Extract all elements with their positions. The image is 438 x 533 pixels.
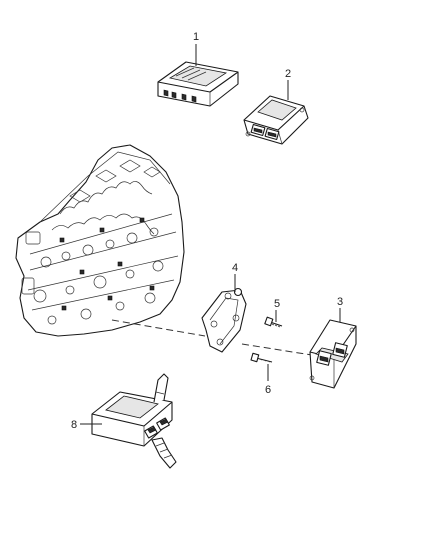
part-5-bolt [264, 316, 283, 328]
part-8-transmission-module [91, 373, 177, 469]
alignment-line [111, 319, 319, 357]
callout-1: 1 [193, 31, 199, 43]
part-1-control-module [157, 61, 239, 107]
callout-5: 5 [274, 298, 280, 310]
callout-4: 4 [232, 262, 238, 274]
part-2-engine-control-module [243, 95, 309, 145]
part-6-bolt [250, 352, 273, 363]
callout-2: 2 [285, 68, 291, 80]
part-4-mounting-bracket [201, 287, 247, 353]
callout-8: 8 [71, 419, 77, 431]
part-3-control-module [309, 319, 357, 389]
callout-6: 6 [265, 384, 271, 396]
engine-block-illustration [15, 144, 185, 337]
callout-3: 3 [337, 296, 343, 308]
leader-lines [80, 44, 341, 425]
